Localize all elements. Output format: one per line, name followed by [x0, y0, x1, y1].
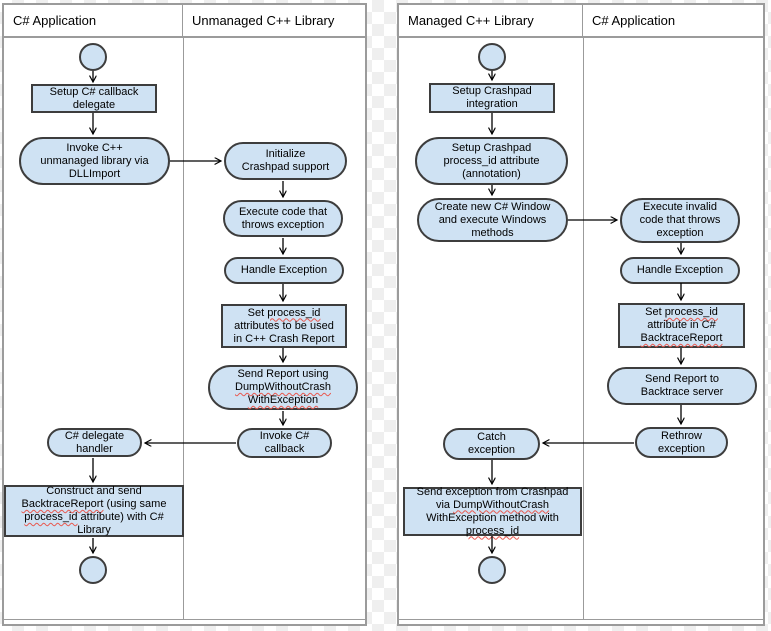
node-label-line: Set process_id [645, 306, 718, 318]
node-label-line: BacktraceReport (using same [21, 498, 167, 510]
node-label-line: Catch [477, 431, 506, 443]
node-label-line: exception [467, 444, 516, 456]
node-label-line: Setup Crashpad [451, 141, 532, 154]
node-label-line: callback [264, 443, 305, 455]
node-label-line: Invoke C++ [66, 141, 123, 154]
lane-divider [583, 38, 584, 619]
node-left-handle-exception[interactable]: Handle Exception [224, 257, 344, 284]
node-label-line: Execute invalid [643, 201, 717, 213]
node-label-line: Create new C# Window [434, 200, 551, 213]
lane-title: Unmanaged C++ Library [192, 13, 335, 28]
node-label-line: process_id attribute) with C# [24, 511, 164, 523]
lane-title: Managed C++ Library [408, 13, 534, 28]
node-label-line: and execute Windows [438, 213, 547, 226]
node-label-line: Send exception from Crashpad [416, 485, 569, 498]
node-label-line: C# delegate [64, 429, 125, 442]
node-label-line: BacktraceReport [640, 332, 723, 344]
node-right-end[interactable] [478, 556, 506, 584]
node-label-line: WithException method with [426, 511, 559, 524]
lane-header-left-0[interactable]: C# Application [4, 5, 183, 36]
node-label-line: Backtrace server [640, 386, 724, 398]
lane-title: C# Application [13, 13, 97, 28]
node-label-line: Library [77, 524, 111, 536]
panel-footer-strip [399, 620, 763, 624]
node-label-line: exception [656, 227, 704, 239]
lane-divider [183, 38, 184, 619]
lane-header-row: Managed C++ Library C# Application [399, 5, 763, 38]
node-label-line: Setup Crashpad [452, 85, 532, 97]
node-label-line: code that throws [639, 214, 721, 226]
node-label-line: in C++ Crash Report [233, 332, 335, 345]
node-label-line: Setup C# callback [49, 85, 139, 98]
node-label-line: throws exception [241, 218, 325, 231]
node-label-line: DumpWithoutCrash [235, 381, 331, 393]
node-label-line: Handle Exception [636, 264, 724, 276]
node-label-line: attribute in C# [647, 319, 716, 331]
panel-footer-strip [4, 620, 365, 624]
node-label-line: methods [471, 226, 514, 239]
lane-header-left-1[interactable]: Unmanaged C++ Library [183, 5, 365, 36]
node-label-line: process_id [465, 524, 520, 537]
node-label-line: DLLImport [68, 167, 121, 180]
node-label-line: Rethrow [661, 429, 702, 442]
node-label-line: via DumpWithoutCrash [435, 498, 550, 511]
node-label-line: Construct and send [46, 485, 142, 497]
node-left-invoke-csharp-callback[interactable]: Invoke C#callback [237, 428, 332, 458]
node-label-line: Set process_id [247, 306, 321, 319]
node-label-line: Send Report to [645, 373, 719, 385]
node-label-line: unmanaged library via [40, 154, 149, 167]
lane-body [399, 38, 763, 620]
node-label-line: Initialize [265, 148, 306, 160]
node-label-line: exception [657, 442, 706, 455]
node-label-line: delegate [72, 98, 116, 111]
node-label-line: Crashpad support [241, 161, 330, 173]
lane-header-row: C# Application Unmanaged C++ Library [4, 5, 365, 38]
node-label-line: process_id attribute [443, 154, 540, 167]
node-left-start[interactable] [79, 43, 107, 71]
node-label-line: attributes to be used [234, 319, 334, 332]
node-label-line: Invoke C# [259, 430, 310, 442]
node-label-line: handler [76, 442, 113, 455]
node-label-line: WithException [247, 394, 319, 406]
lane-header-right-0[interactable]: Managed C++ Library [399, 5, 583, 36]
node-label-line: Handle Exception [240, 264, 328, 276]
node-label-line: (annotation) [462, 167, 521, 180]
lane-title: C# Application [592, 13, 676, 28]
node-right-start[interactable] [478, 43, 506, 71]
lane-body [4, 38, 365, 620]
node-left-end[interactable] [79, 556, 107, 584]
node-label-line: integration [466, 98, 518, 110]
lane-header-right-1[interactable]: C# Application [583, 5, 763, 36]
node-right-handle-exception[interactable]: Handle Exception [620, 257, 740, 284]
node-label-line: Send Report using [237, 368, 329, 380]
node-label-line: Execute code that [238, 205, 328, 218]
